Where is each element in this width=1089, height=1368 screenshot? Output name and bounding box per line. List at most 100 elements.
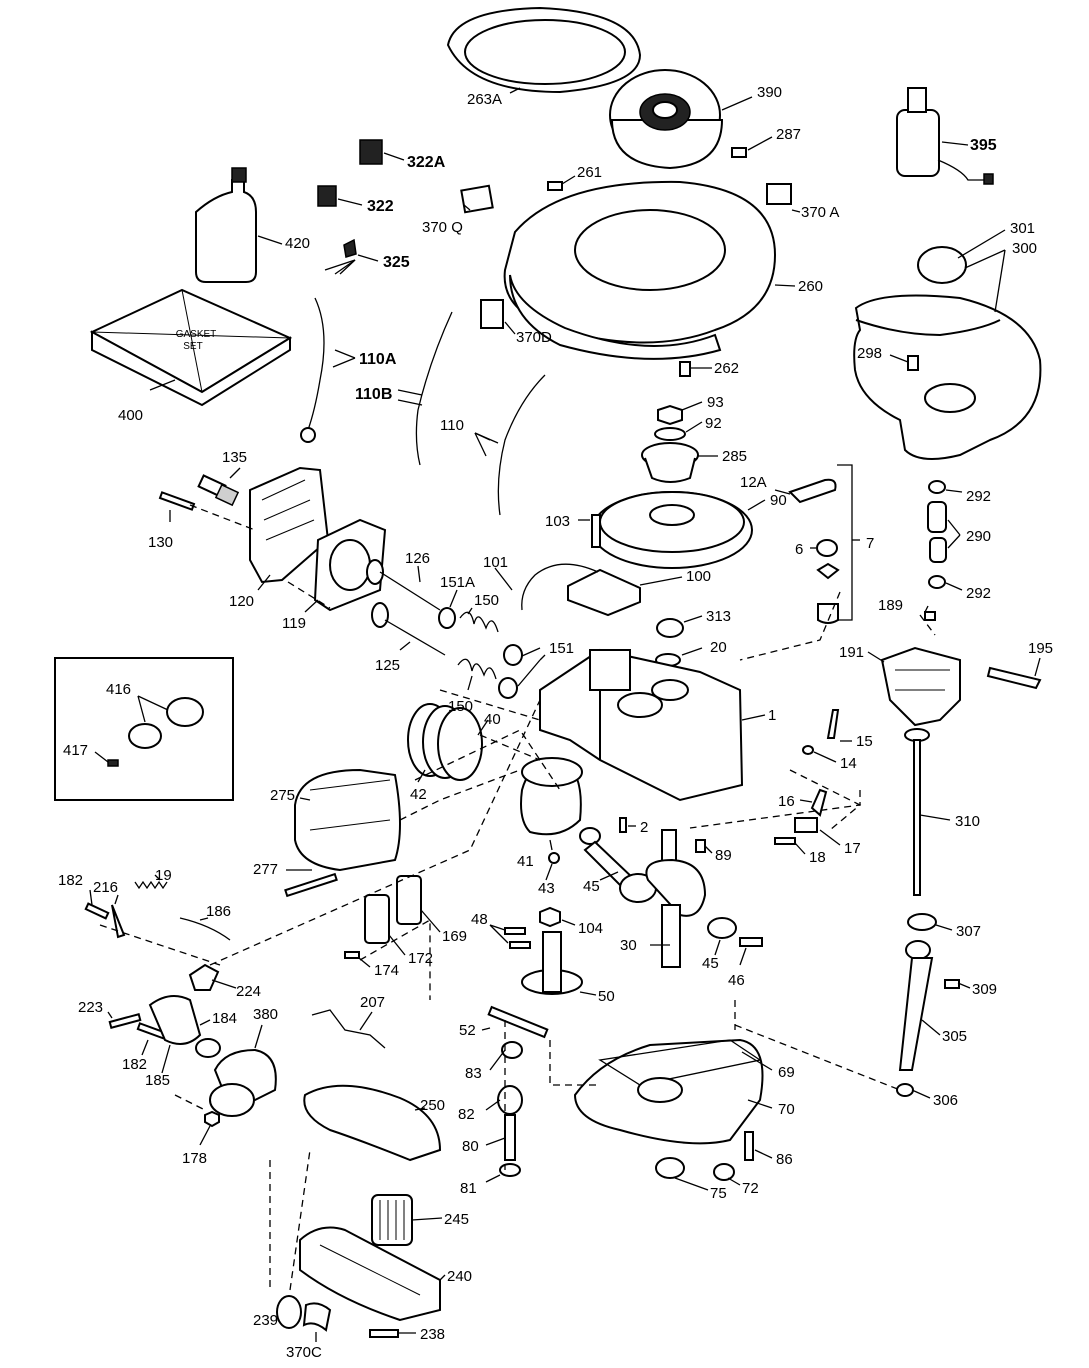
gasket-172 [364, 894, 390, 944]
bushing-292-bottom [928, 575, 946, 589]
label-370D: 370D [516, 329, 552, 346]
label-224: 224 [236, 983, 261, 1000]
assembly-lines [99, 504, 936, 1291]
screw-261 [547, 181, 563, 191]
label-89: 89 [715, 847, 732, 864]
label-70: 70 [778, 1101, 795, 1118]
flywheel-90 [591, 491, 753, 569]
label-43: 43 [538, 880, 555, 897]
shaft-80 [504, 1114, 516, 1161]
label-90: 90 [770, 492, 787, 509]
label-207: 207 [360, 994, 385, 1011]
label-416: 416 [106, 681, 131, 698]
label-238: 238 [420, 1326, 445, 1343]
gasket-184 [195, 1038, 221, 1058]
label-390: 390 [757, 84, 782, 101]
label-191: 191 [839, 644, 864, 661]
label-83: 83 [465, 1065, 482, 1082]
blower-cover-ring-263A [446, 6, 642, 94]
label-41: 41 [517, 853, 534, 870]
part-325 [343, 238, 357, 258]
label-322: 322 [367, 198, 394, 215]
bolt-86 [744, 1131, 754, 1161]
label-223: 223 [78, 999, 103, 1016]
label-285: 285 [722, 448, 747, 465]
label-30: 30 [620, 937, 637, 954]
gear-82 [497, 1085, 523, 1115]
label-186: 186 [206, 903, 231, 920]
screw-48b [509, 941, 531, 949]
label-15: 15 [856, 733, 873, 750]
label-110: 110 [440, 417, 464, 434]
link-195 [986, 666, 1042, 690]
screw-309 [944, 979, 960, 989]
label-45b: 45 [702, 955, 719, 972]
label-322A: 322A [407, 154, 446, 171]
label-309: 309 [972, 981, 997, 998]
bolt-277 [284, 872, 338, 898]
link-15 [826, 709, 840, 739]
label-370A: 370 A [801, 204, 839, 221]
dipstick-310 [904, 728, 930, 896]
screw-223 [108, 1012, 142, 1030]
nut-178 [204, 1110, 220, 1128]
pulley-416 [128, 697, 204, 749]
part-labels: 263A 390 287 395 322A 322 325 261 370 Q … [58, 84, 1053, 1361]
label-298: 298 [857, 345, 882, 362]
piston-rings-42 [407, 703, 483, 781]
label-380: 380 [253, 1006, 278, 1023]
gasket-set-line1: GASKET [176, 329, 217, 340]
screw-298 [907, 355, 919, 371]
filter-element-245 [371, 1194, 413, 1246]
screw-48a [504, 927, 526, 935]
label-189: 189 [878, 597, 903, 614]
label-2: 2 [640, 819, 648, 836]
label-182b: 182 [122, 1056, 147, 1073]
decal-370C [302, 1302, 332, 1332]
ground-wire-110A [307, 297, 325, 431]
part-89 [695, 839, 706, 853]
label-395: 395 [970, 137, 997, 154]
label-250: 250 [420, 1097, 445, 1114]
label-292a: 292 [966, 488, 991, 505]
label-185: 185 [145, 1072, 170, 1089]
manifold-185 [148, 995, 202, 1045]
label-313: 313 [706, 608, 731, 625]
label-125: 125 [375, 657, 400, 674]
part-224 [188, 963, 220, 991]
governor-bracket-191 [880, 646, 961, 727]
engine-block-1 [539, 648, 744, 802]
starter-motor-395 [896, 87, 994, 185]
wire-110B [415, 311, 453, 466]
label-172: 172 [408, 950, 433, 967]
label-104: 104 [578, 920, 603, 937]
sump-70 [573, 1038, 764, 1145]
air-filter-cover-250 [303, 1084, 442, 1162]
label-277: 277 [253, 861, 278, 878]
screw-262 [679, 361, 691, 377]
dipstick-tube-305 [898, 940, 934, 1071]
label-50: 50 [598, 988, 615, 1005]
label-120: 120 [229, 593, 254, 610]
valve-125 [371, 602, 446, 656]
bushing-292-top [928, 480, 946, 494]
label-260: 260 [798, 278, 823, 295]
part-83 [501, 1041, 523, 1059]
screw-182-top [84, 902, 110, 920]
cam-gear-50 [521, 931, 583, 995]
part-322A [359, 139, 383, 165]
valve-126 [366, 559, 441, 611]
label-135: 135 [222, 449, 247, 466]
oil-bottle-420 [195, 167, 257, 283]
label-40: 40 [484, 711, 501, 728]
label-19: 19 [155, 867, 172, 884]
label-80: 80 [462, 1138, 479, 1155]
screw-103 [591, 514, 601, 548]
gasket-set-line2: SET [183, 341, 202, 352]
label-182a: 182 [58, 872, 83, 889]
cylinder-head-120 [249, 466, 330, 584]
nut-104 [539, 906, 561, 928]
bolt-46 [739, 937, 763, 947]
label-130: 130 [148, 534, 173, 551]
